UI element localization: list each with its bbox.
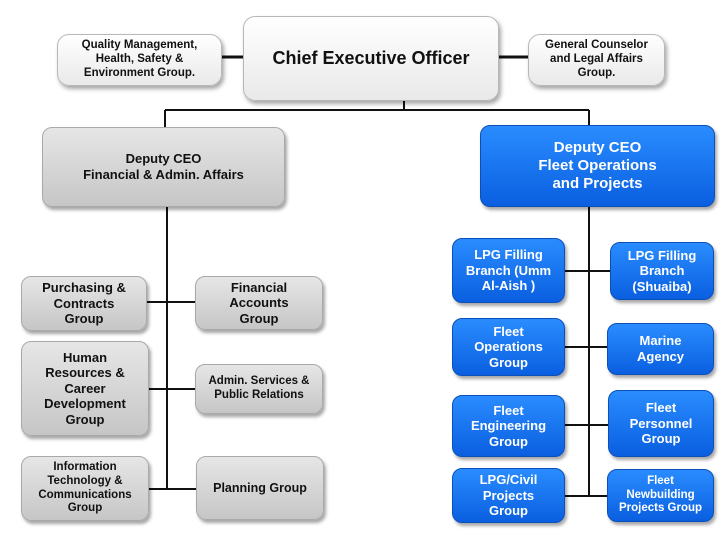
lpg-shuaiba-box: LPG Filling Branch (Shuaiba) bbox=[610, 242, 714, 300]
fleet-operations-box: Fleet Operations Group bbox=[452, 318, 565, 376]
fleet-newbuilding-box: Fleet Newbuilding Projects Group bbox=[607, 469, 714, 522]
financial-accounts-box: Financial Accounts Group bbox=[195, 276, 323, 330]
legal-affairs-box: General Counselor and Legal Affairs Grou… bbox=[528, 34, 665, 86]
lpg-civil-projects-box: LPG/Civil Projects Group bbox=[452, 468, 565, 523]
purchasing-contracts-box: Purchasing & Contracts Group bbox=[21, 276, 147, 331]
fleet-personnel-box: Fleet Personnel Group bbox=[608, 390, 714, 457]
planning-group-box: Planning Group bbox=[196, 456, 324, 520]
deputy-ceo-fleet-box: Deputy CEO Fleet Operations and Projects bbox=[480, 125, 715, 207]
marine-agency-box: Marine Agency bbox=[607, 323, 714, 375]
it-communications-box: Information Technology & Communications … bbox=[21, 456, 149, 521]
ceo-box: Chief Executive Officer bbox=[243, 16, 499, 101]
deputy-ceo-financial-box: Deputy CEO Financial & Admin. Affairs bbox=[42, 127, 285, 207]
lpg-umm-al-aish-box: LPG Filling Branch (Umm Al-Aish ) bbox=[452, 238, 565, 303]
fleet-engineering-box: Fleet Engineering Group bbox=[452, 395, 565, 457]
admin-services-box: Admin. Services & Public Relations bbox=[195, 364, 323, 414]
qhse-group-box: Quality Management, Health, Safety & Env… bbox=[57, 34, 222, 86]
human-resources-box: Human Resources & Career Development Gro… bbox=[21, 341, 149, 436]
